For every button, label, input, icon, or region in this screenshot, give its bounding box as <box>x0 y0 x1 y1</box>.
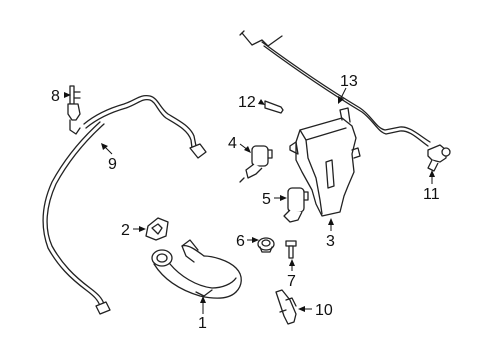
callout-labels: 1 2 3 4 5 6 7 8 9 10 11 12 13 <box>51 73 440 332</box>
arrowhead-6 <box>252 237 259 243</box>
callout-10: 10 <box>315 302 333 319</box>
arrowhead-5 <box>280 195 287 201</box>
washer-pump-5 <box>283 187 309 223</box>
arrowhead-7 <box>289 259 295 266</box>
grommet-6 <box>257 237 275 253</box>
arrowhead-1 <box>200 296 206 303</box>
callout-8: 8 <box>51 88 60 105</box>
filler-neck-1 <box>151 239 242 299</box>
hose-connector-11 <box>427 144 451 172</box>
arrowhead-11 <box>429 170 435 177</box>
arrowhead-8 <box>64 92 71 98</box>
washer-reservoir-3 <box>289 107 361 217</box>
arrowhead-2 <box>139 226 146 232</box>
washer-pump-4 <box>239 145 273 183</box>
callout-1: 1 <box>198 315 207 332</box>
callout-12: 12 <box>238 94 256 111</box>
callout-7: 7 <box>287 273 296 290</box>
arrowhead-13 <box>338 96 344 104</box>
callout-3: 3 <box>326 233 335 250</box>
callout-11: 11 <box>423 186 440 203</box>
hose-9 <box>42 94 207 315</box>
arrowhead-3 <box>328 218 334 225</box>
callout-6: 6 <box>236 233 245 250</box>
callout-9: 9 <box>108 156 117 173</box>
bracket-10 <box>275 289 297 325</box>
callout-2: 2 <box>121 222 130 239</box>
callout-4: 4 <box>228 135 237 152</box>
arrowhead-12 <box>258 99 265 105</box>
callout-13: 13 <box>340 73 358 90</box>
sensor-8 <box>67 85 81 135</box>
arrowhead-10 <box>298 306 305 312</box>
arrowhead-4 <box>244 146 251 153</box>
arrowhead-9 <box>101 143 108 150</box>
plug-12 <box>264 100 284 114</box>
leader-lines <box>64 87 435 314</box>
bolt-7 <box>285 240 297 259</box>
seal-2 <box>145 217 169 241</box>
washer-hose-13 <box>239 30 431 147</box>
callout-5: 5 <box>262 191 271 208</box>
